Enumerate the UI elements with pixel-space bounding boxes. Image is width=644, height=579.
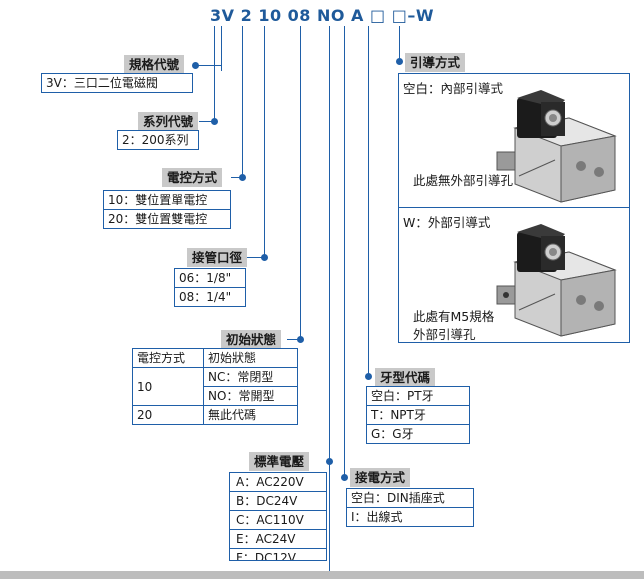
wiring-title: 接電方式 xyxy=(350,468,411,487)
port-list: 06：1/8" 08：1/4" xyxy=(174,268,246,307)
thread-list: 空白：PT牙 T：NPT牙 G：G牙 xyxy=(366,386,470,444)
series-title: 系列代號 xyxy=(138,112,199,131)
wiring-item-din: 空白：DIN插座式 xyxy=(346,488,474,508)
initial-header-state: 初始狀態 xyxy=(203,348,298,368)
connector-pilot xyxy=(399,26,400,61)
thread-item-pt: 空白：PT牙 xyxy=(366,386,470,406)
thread-item-npt: T：NPT牙 xyxy=(366,406,470,425)
initial-header-control: 電控方式 xyxy=(131,348,205,368)
connector-dot-port xyxy=(261,254,268,261)
pilot-internal-note: 此處無外部引導孔 xyxy=(413,173,514,188)
initial-table: 電控方式 初始狀態 10 NC：常閉型 NO：常開型 20 無此代碼 xyxy=(131,348,298,425)
pilot-internal-label: 空白：內部引導式 xyxy=(403,81,504,96)
voltage-item-f: F：DC12V xyxy=(229,549,327,561)
voltage-item-a: A：AC220V xyxy=(229,472,327,492)
pilot-external-note-1: 此處有M5規格 xyxy=(413,309,495,324)
tie-spec xyxy=(193,65,221,66)
table-row: 10 NC：常閉型 xyxy=(131,367,298,406)
pilot-frame: 空白：內部引導式 此處無外部引導孔 W：外部引導式 此處有M5規格 外部引導孔 xyxy=(398,73,630,343)
table-row: 電控方式 初始狀態 xyxy=(131,348,298,368)
tie-control xyxy=(231,177,242,178)
thread-title: 牙型代碼 xyxy=(375,368,436,387)
initial-row20-value: 無此代碼 xyxy=(203,405,298,425)
spec-value: 3V：三口二位電磁閥 xyxy=(41,73,193,93)
table-row: 20 無此代碼 xyxy=(131,405,298,425)
initial-title: 初始狀態 xyxy=(221,330,282,349)
spec-title: 規格代號 xyxy=(124,55,185,74)
series-value: 2：200系列 xyxy=(117,130,199,150)
connector-dot-series xyxy=(211,118,218,125)
bottom-bar xyxy=(0,571,644,579)
tie-port xyxy=(246,257,264,258)
control-item-10: 10：雙位置單電控 xyxy=(103,190,231,210)
pilot-external-note-2: 外部引導孔 xyxy=(413,327,476,342)
connector-thread xyxy=(368,26,369,375)
control-item-20: 20：雙位置雙電控 xyxy=(103,210,231,229)
connector-initial xyxy=(300,26,301,339)
voltage-item-c: C：AC110V xyxy=(229,511,327,530)
initial-row10-no: NO：常開型 xyxy=(203,386,298,406)
connector-spec xyxy=(221,26,222,71)
port-item-06: 06：1/8" xyxy=(174,268,246,288)
connector-dot-voltage xyxy=(326,458,333,465)
connector-dot-control xyxy=(239,174,246,181)
control-title: 電控方式 xyxy=(162,168,223,187)
model-code: 3V 2 10 08 NO A □ □–W xyxy=(210,6,434,25)
pilot-title: 引導方式 xyxy=(405,53,466,72)
port-title: 接管口徑 xyxy=(187,248,248,267)
pilot-divider xyxy=(399,207,629,208)
voltage-item-b: B：DC24V xyxy=(229,492,327,511)
table-row: NO：常開型 xyxy=(133,386,298,406)
voltage-item-e: E：AC24V xyxy=(229,530,327,549)
pilot-external-label: W：外部引導式 xyxy=(403,215,491,230)
connector-dot-initial xyxy=(297,336,304,343)
connector-dot-pilot xyxy=(396,58,403,65)
initial-row10-label: 10 xyxy=(131,367,205,406)
wiring-item-lead: I：出線式 xyxy=(346,508,474,527)
connector-series xyxy=(214,26,215,124)
tie-series xyxy=(199,121,214,122)
control-list: 10：雙位置單電控 20：雙位置雙電控 xyxy=(103,190,231,229)
connector-control xyxy=(242,26,243,178)
wiring-list: 空白：DIN插座式 I：出線式 xyxy=(346,488,474,527)
thread-item-g: G：G牙 xyxy=(366,425,470,444)
initial-row10-nc: NC：常閉型 xyxy=(203,367,298,387)
initial-row20-label: 20 xyxy=(131,405,205,425)
connector-dot-thread xyxy=(365,373,372,380)
connector-voltage xyxy=(329,26,330,572)
voltage-title: 標準電壓 xyxy=(249,452,310,471)
tie-initial xyxy=(287,339,300,340)
connector-port xyxy=(264,26,265,259)
valve-external-image xyxy=(496,224,617,337)
voltage-list: A：AC220V B：DC24V C：AC110V E：AC24V F：DC12… xyxy=(229,472,327,561)
port-item-08: 08：1/4" xyxy=(174,288,246,307)
valve-internal-image xyxy=(496,90,617,203)
connector-dot-wiring xyxy=(341,474,348,481)
connector-wiring xyxy=(344,26,345,476)
